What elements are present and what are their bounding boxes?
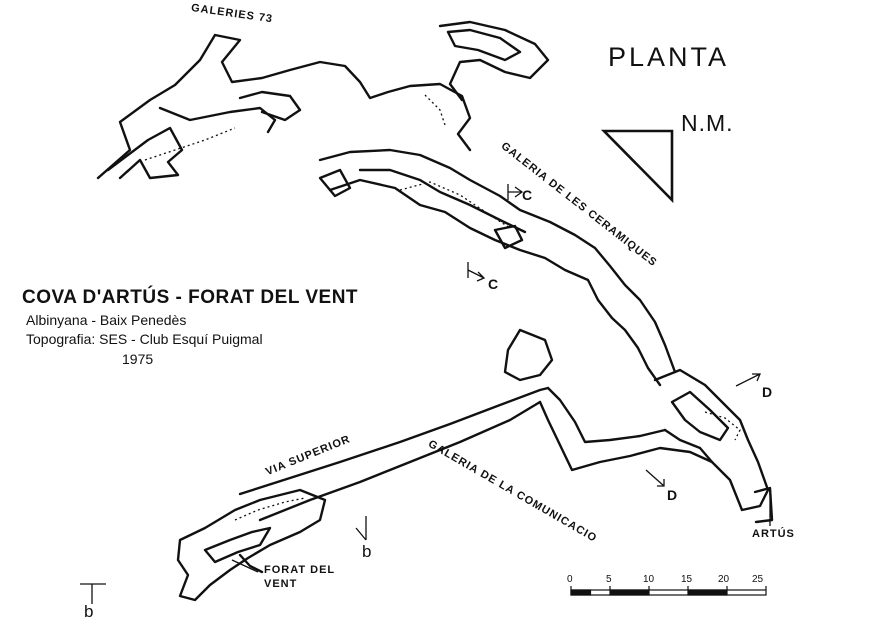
- map-title: COVA D'ARTÚS - FORAT DEL VENT: [22, 287, 359, 308]
- section-label-b-right: b: [362, 542, 372, 561]
- cave-dotted-ceramiques: [399, 181, 511, 229]
- section-label-c-upper: C: [522, 187, 533, 203]
- map-location: Albinyana - Baix Penedès: [26, 312, 187, 328]
- cave-dotted-ceramiques-2: [424, 94, 446, 126]
- north-label: N.M.: [681, 110, 734, 136]
- scale-tick-10: 10: [643, 574, 655, 585]
- cave-outline-ceramiques-south: [328, 178, 662, 387]
- cave-outline-ceramiques-north: [318, 148, 677, 374]
- cave-outline-forat-del-vent: [176, 488, 327, 602]
- cave-dotted-east: [704, 411, 741, 441]
- cave-outline-artus-entrance: [753, 486, 774, 524]
- view-label: PLANTA: [608, 42, 730, 72]
- cave-outline-loop-mid: [238, 90, 302, 122]
- section-label-d-upper: D: [762, 384, 773, 400]
- map-survey-credit: Topografia: SES - Club Esquí Puigmal: [26, 331, 263, 347]
- section-label-b-left: b: [84, 602, 94, 621]
- cave-chamber-left-blob: [318, 168, 352, 198]
- section-label-c-lower: C: [488, 276, 499, 292]
- forat-leader-line: [231, 559, 259, 573]
- scale-tick-20: 20: [718, 574, 730, 585]
- scale-tick-5: 5: [606, 574, 612, 585]
- scale-bar: [570, 586, 767, 596]
- cave-outline-top-chamber: [438, 20, 550, 102]
- map-year: 1975: [122, 351, 154, 367]
- section-marker-c-upper: [507, 184, 524, 200]
- section-marker-b-right: [355, 516, 367, 541]
- cave-outline-galeries-73-inner: [106, 126, 184, 180]
- section-marker-b-left: [80, 583, 106, 604]
- scale-tick-25: 25: [752, 574, 764, 585]
- cave-outline-comunicacio-north: [546, 386, 667, 444]
- section-marker-c-lower: [467, 262, 486, 282]
- cave-outline-comunicacio-south: [538, 400, 714, 472]
- cave-outline-east-inner: [670, 390, 730, 442]
- cave-outline-via-superior-south: [258, 400, 542, 522]
- cave-outline-east-chamber: [653, 368, 770, 512]
- cave-outline-forat-inner: [203, 526, 272, 564]
- section-label-d-lower: D: [667, 487, 678, 503]
- cave-outline-loop-north: [503, 328, 554, 382]
- scale-tick-15: 15: [681, 574, 693, 585]
- north-arrow-triangle: [600, 129, 674, 204]
- cave-dotted-galeries: [144, 127, 236, 161]
- cave-outline-via-superior-north: [238, 386, 550, 496]
- label-artus: ARTÚS: [752, 528, 795, 540]
- cave-outline-ceramiques-inner: [358, 168, 527, 234]
- cave-outline-top-chamber-inner: [446, 28, 522, 62]
- cave-outline-galeries-73: [96, 33, 472, 180]
- cave-outline-forat-entrance: [238, 553, 264, 574]
- label-forat-del-vent-line1: FORAT DEL: [264, 564, 336, 576]
- section-marker-d-lower: [645, 469, 665, 487]
- label-forat-del-vent-line2: VENT: [264, 578, 298, 590]
- scale-tick-0: 0: [567, 574, 573, 585]
- cave-outline-branch-north: [158, 106, 277, 134]
- section-marker-d-upper: [735, 373, 761, 387]
